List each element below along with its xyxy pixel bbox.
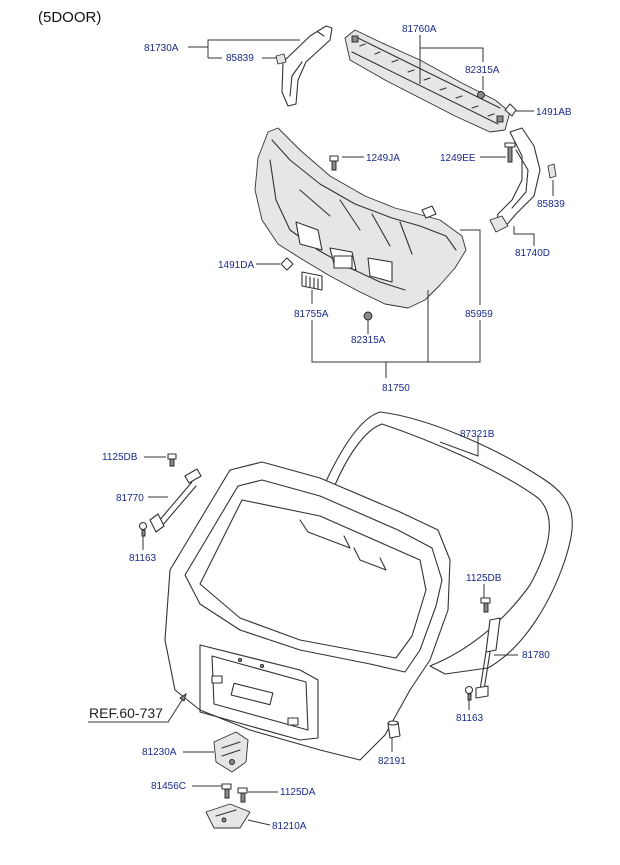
- label-85959: 85959: [465, 309, 493, 320]
- grab-handle-drawing: [301, 271, 323, 291]
- bolt-1125db-right-drawing: [480, 597, 491, 613]
- label-81163-right: 81163: [456, 713, 484, 724]
- label-1491da: 1491DA: [218, 260, 254, 271]
- label-87321b: 87321B: [460, 429, 495, 440]
- label-81230a: 81230A: [142, 747, 177, 758]
- striker-drawing: [205, 803, 251, 829]
- latch-drawing: [213, 731, 249, 773]
- label-81760a: 81760A: [402, 24, 437, 35]
- clip-1491ab-drawing: [504, 103, 517, 117]
- label-85839-top: 85839: [226, 53, 254, 64]
- screw-1249ja-drawing: [329, 155, 339, 171]
- bumper-stop-drawing: [387, 720, 401, 739]
- upper-trim-panel-drawing: [344, 29, 511, 133]
- label-81163-left: 81163: [129, 553, 157, 564]
- label-81456c: 81456C: [151, 781, 186, 792]
- fastener-82315a-top-drawing: [477, 91, 485, 99]
- callout-labels: 81730A 85839 81760A 82315A 1491AB 1249JA…: [102, 24, 572, 832]
- label-81730a: 81730A: [144, 43, 179, 54]
- label-1125da: 1125DA: [280, 787, 316, 798]
- label-1491ab: 1491AB: [536, 107, 572, 118]
- screw-1249ee-drawing: [504, 142, 516, 163]
- label-1125db-right: 1125DB: [466, 573, 502, 584]
- label-85839-right: 85839: [537, 199, 565, 210]
- leader-lines: [88, 35, 554, 826]
- main-trim-panel-drawing: [254, 127, 467, 309]
- clip-85839-right-drawing: [547, 163, 557, 179]
- weatherstrip-drawing: [321, 411, 573, 675]
- label-1249ee: 1249EE: [440, 153, 476, 164]
- fastener-82315a-bottom-drawing: [363, 311, 373, 321]
- label-81770: 81770: [116, 493, 144, 504]
- clip-1491da-drawing: [280, 257, 294, 271]
- left-side-trim-drawing: [281, 25, 333, 107]
- bolt-81456c-drawing: [221, 783, 232, 799]
- label-82315a-top: 82315A: [465, 65, 500, 76]
- ball-stud-81163-left-drawing: [138, 521, 148, 537]
- gas-strut-left-drawing: [149, 468, 202, 533]
- label-82191: 82191: [378, 756, 406, 767]
- ball-stud-81163-right-drawing: [464, 685, 474, 701]
- label-81210a: 81210A: [272, 821, 307, 832]
- clip-85839-top-drawing: [275, 53, 287, 65]
- label-81740d: 81740D: [515, 248, 550, 259]
- right-side-trim-drawing: [489, 127, 541, 233]
- bolt-1125db-left-drawing: [167, 453, 177, 467]
- diagram-heading: (5DOOR): [38, 9, 101, 26]
- label-1125db-left: 1125DB: [102, 452, 138, 463]
- label-81750: 81750: [382, 383, 410, 394]
- bolt-1125da-drawing: [237, 787, 248, 803]
- label-82315a-bottom: 82315A: [351, 335, 386, 346]
- label-1249ja: 1249JA: [366, 153, 400, 164]
- reference-note: REF.60-737: [89, 705, 163, 721]
- label-81755a: 81755A: [294, 309, 329, 320]
- tailgate-body-drawing: [164, 461, 451, 761]
- label-81780: 81780: [522, 650, 550, 661]
- gas-strut-right-drawing: [475, 617, 501, 699]
